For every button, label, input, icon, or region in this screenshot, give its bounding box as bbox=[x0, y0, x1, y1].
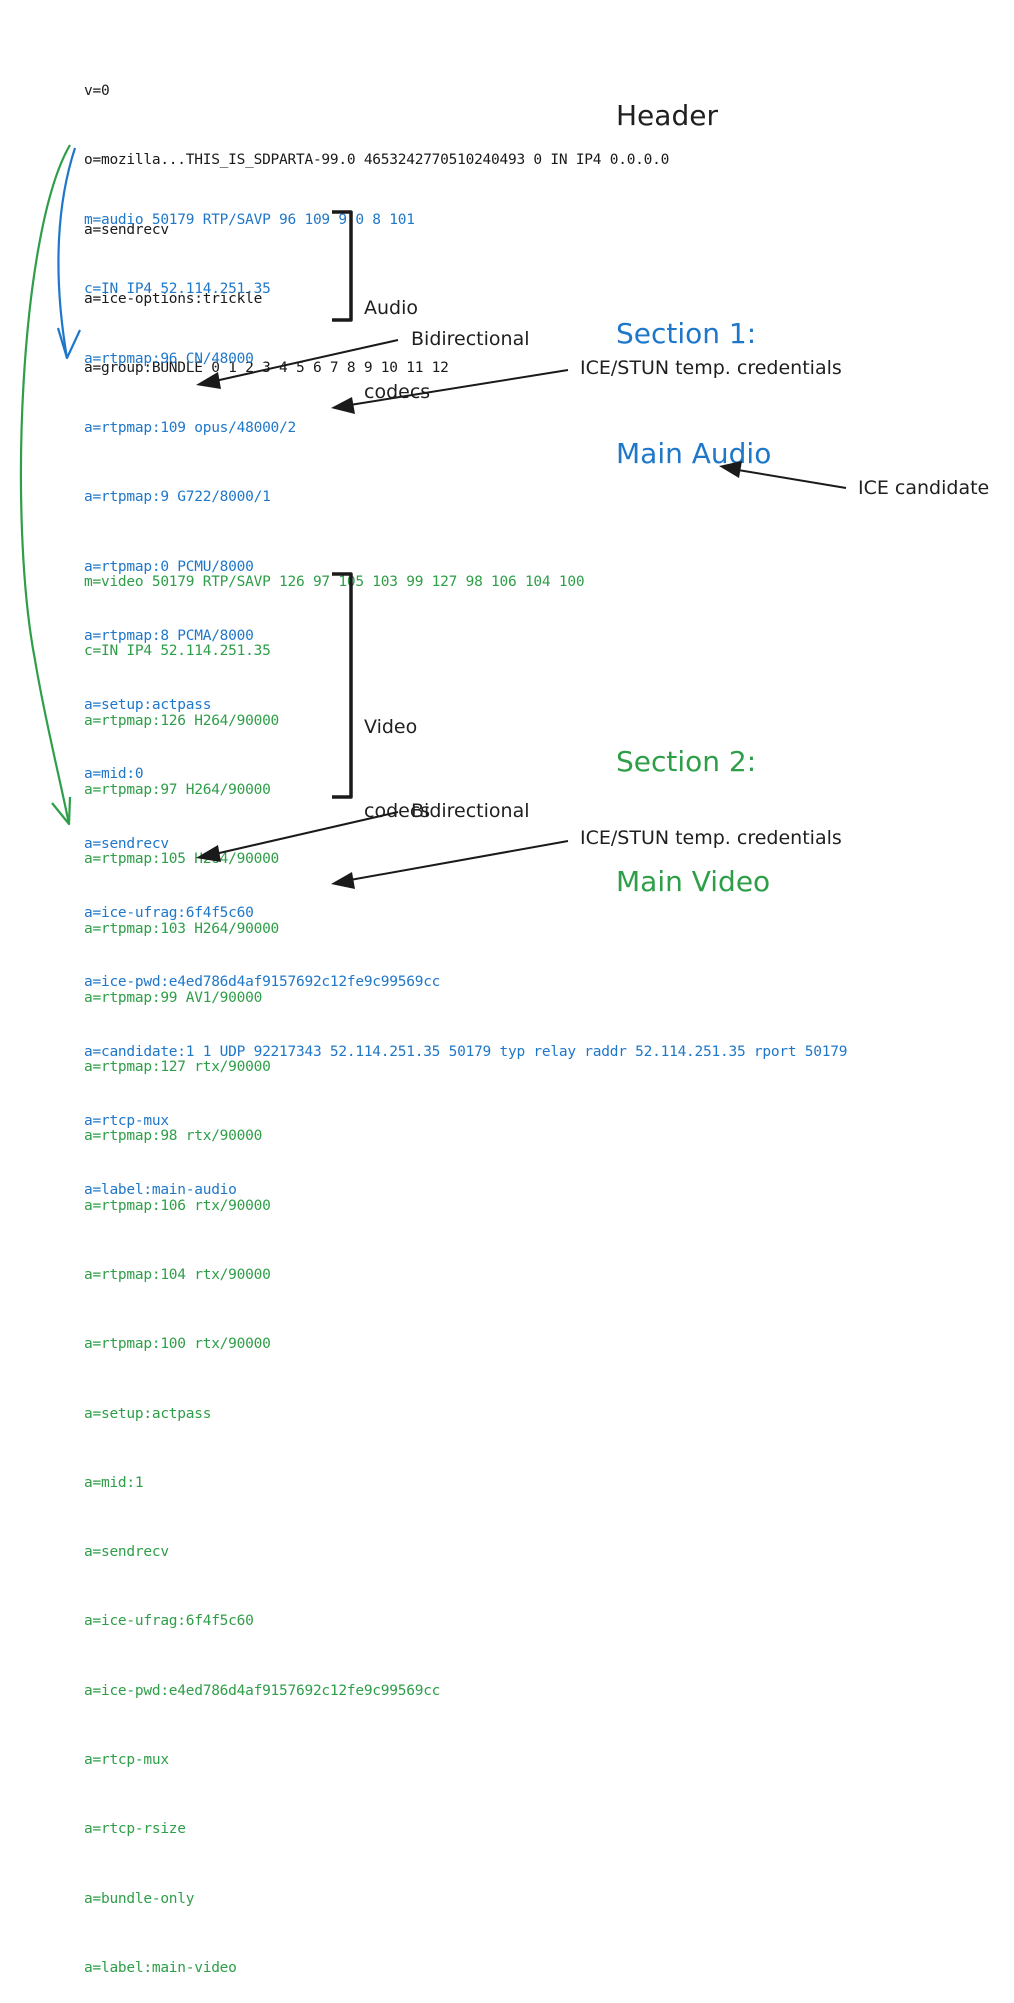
audio-credentials-label: ICE/STUN temp. credentials bbox=[580, 357, 842, 379]
sdp-line: a=rtpmap:104 rtx/90000 bbox=[84, 1267, 271, 1283]
sdp-line: a=rtpmap:98 rtx/90000 bbox=[84, 1128, 263, 1145]
sdp-line: a=rtpmap:106 rtx/90000 bbox=[84, 1197, 271, 1214]
sdp-line: a=sendrecv bbox=[84, 221, 169, 238]
sdp-line: a=mid:1 bbox=[84, 1474, 144, 1491]
sdp-line: c=IN IP4 52.114.251.35 bbox=[84, 281, 271, 298]
sdp-line: a=group:BUNDLE 0 1 2 3 4 5 6 7 8 9 10 11… bbox=[84, 360, 449, 377]
sdp-line: a=rtpmap:9 G722/8000/1 bbox=[84, 489, 271, 506]
sdp-line: a=rtpmap:96 CN/48000 bbox=[84, 350, 254, 367]
ice-candidate-arrow-icon bbox=[719, 461, 847, 489]
sdp-line: a=sendrecv bbox=[84, 1544, 169, 1561]
section-1-title: Section 1: Main Audio bbox=[616, 317, 772, 470]
sdp-line: a=setup:actpass bbox=[84, 697, 212, 714]
audio-credentials-arrow-icon bbox=[331, 369, 569, 414]
sdp-line: a=ice-pwd:e4ed786d4af9157692c12fe9c99569… bbox=[84, 1682, 441, 1699]
video-bidirectional-label: Bidirectional bbox=[411, 800, 530, 822]
sdp-line: a=rtpmap:126 H264/90000 bbox=[84, 712, 280, 729]
video-section-arrow-icon bbox=[19, 144, 72, 826]
sdp-line: a=rtpmap:97 H264/90000 bbox=[84, 782, 271, 799]
sdp-line: m=audio 50179 RTP/SAVP 96 109 9 0 8 101 bbox=[84, 212, 415, 229]
section-2-title: Section 2: Main Video bbox=[616, 745, 771, 898]
sdp-line: a=setup:actpass bbox=[84, 1405, 212, 1422]
sdp-line: a=ice-pwd:e4ed786d4af9157692c12fe9c99569… bbox=[84, 974, 441, 991]
sdp-line: a=rtpmap:127 rtx/90000 bbox=[84, 1059, 271, 1076]
audio-bidirectional-arrow-icon bbox=[196, 339, 399, 389]
sdp-header-block: v=0 o=mozilla...THIS_IS_SDPARTA-99.0 465… bbox=[84, 34, 669, 404]
sdp-line: a=rtpmap:103 H264/90000 bbox=[84, 920, 280, 937]
ice-candidate-label: ICE candidate bbox=[858, 477, 990, 499]
audio-codecs-label: Audio codecs bbox=[364, 297, 431, 403]
audio-bidirectional-label: Bidirectional bbox=[411, 328, 530, 350]
sdp-line: a=rtpmap:100 rtx/90000 bbox=[84, 1336, 271, 1353]
video-bidirectional-arrow-icon bbox=[196, 811, 399, 862]
sdp-line: a=rtcp-mux bbox=[84, 1751, 169, 1768]
sdp-line: a=rtpmap:8 PCMA/8000 bbox=[84, 627, 254, 644]
sdp-line: a=bundle-only bbox=[84, 1890, 195, 1907]
video-credentials-arrow-icon bbox=[331, 840, 569, 889]
header-label: Header bbox=[616, 99, 718, 132]
sdp-line: a=rtpmap:99 AV1/90000 bbox=[84, 989, 263, 1006]
audio-section-arrow-icon bbox=[56, 147, 81, 360]
sdp-line: a=ice-ufrag:6f4f5c60 bbox=[84, 905, 254, 921]
sdp-line: v=0 bbox=[84, 83, 110, 100]
sdp-line: a=ice-options:trickle bbox=[84, 291, 263, 308]
sdp-line: a=rtpmap:0 PCMU/8000 bbox=[84, 558, 254, 575]
sdp-line: a=rtpmap:109 opus/48000/2 bbox=[84, 420, 296, 437]
sdp-line: c=IN IP4 52.114.251.35 bbox=[84, 643, 271, 660]
video-credentials-label: ICE/STUN temp. credentials bbox=[580, 827, 842, 849]
sdp-line: o=mozilla...THIS_IS_SDPARTA-99.0 4653242… bbox=[84, 152, 670, 169]
sdp-line: a=sendrecv bbox=[84, 835, 169, 852]
audio-codecs-bracket-icon bbox=[332, 210, 353, 322]
annotation-overlay bbox=[19, 144, 847, 889]
sdp-line: a=rtcp-rsize bbox=[84, 1821, 186, 1838]
sdp-line: a=ice-ufrag:6f4f5c60 bbox=[84, 1613, 254, 1630]
video-codecs-bracket-icon bbox=[332, 572, 353, 799]
sdp-line: a=label:main-video bbox=[84, 1959, 237, 1976]
sdp-line: a=mid:0 bbox=[84, 766, 144, 783]
video-codecs-label: Video codecs bbox=[364, 716, 431, 822]
